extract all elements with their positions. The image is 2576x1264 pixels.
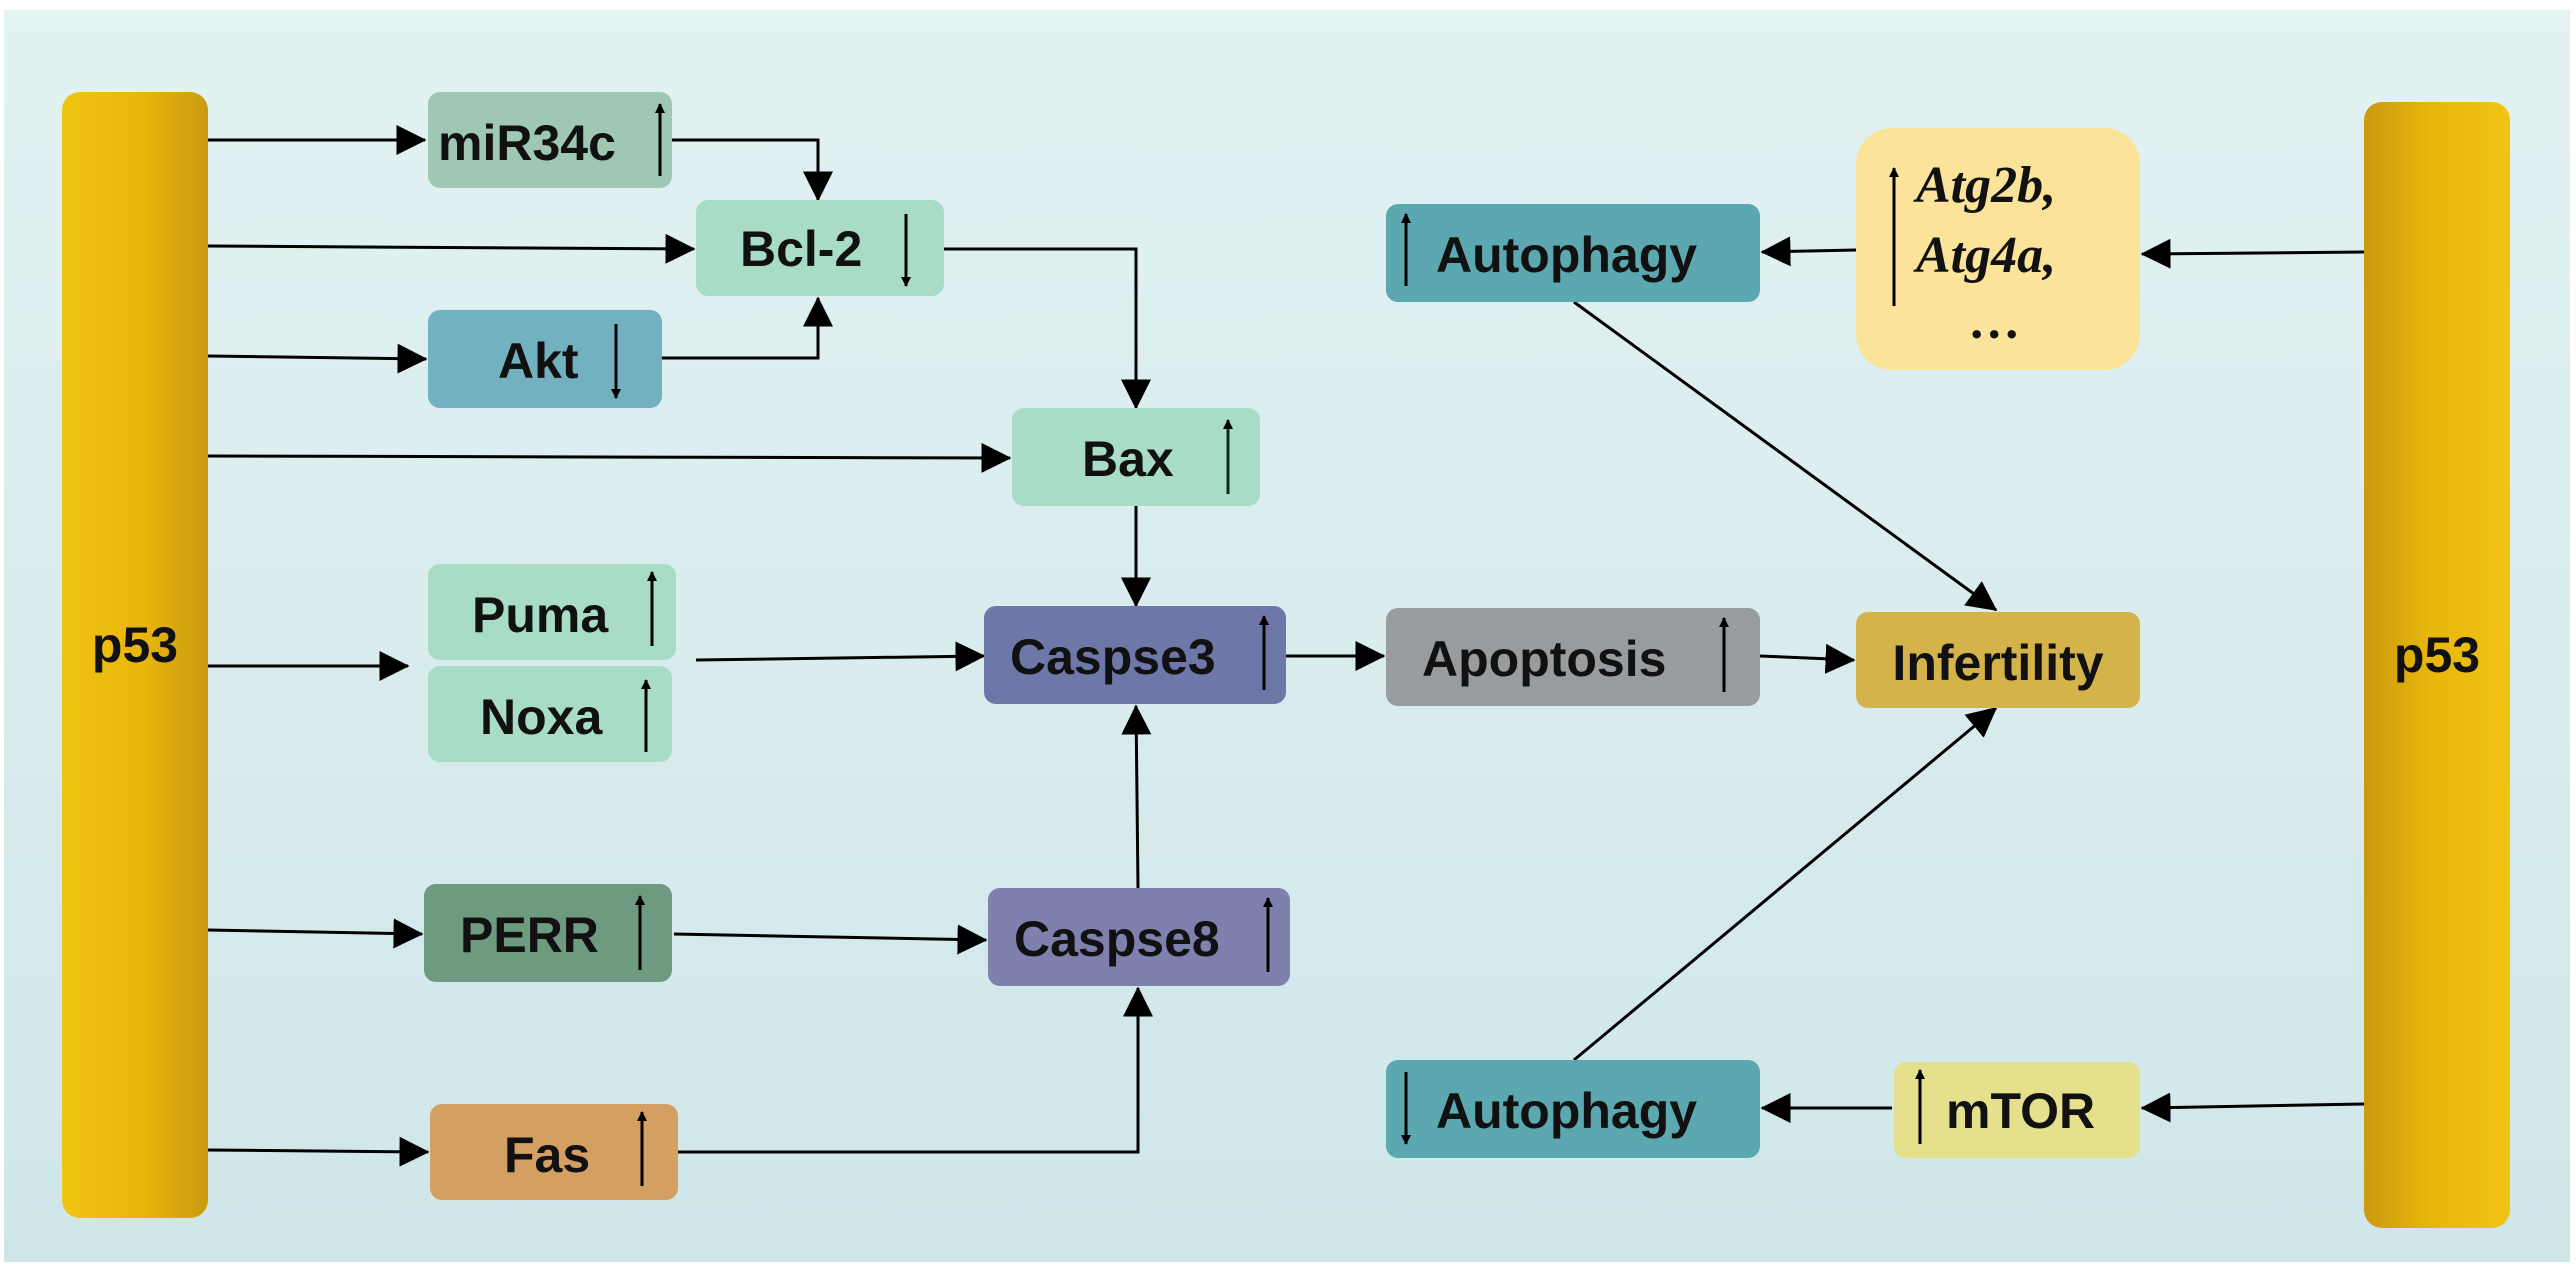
- node-infertility: Infertility: [1856, 612, 2140, 708]
- mtor-label: mTOR: [1946, 1083, 2095, 1139]
- node-perr: PERR: [424, 884, 672, 982]
- akt-label: Akt: [498, 333, 579, 389]
- caspase8-label: Caspse8: [1014, 911, 1220, 967]
- edge-p53-atg: [2140, 238, 2365, 269]
- edge-p53-akt: [207, 343, 428, 374]
- node-apoptosis: Apoptosis: [1386, 608, 1760, 706]
- edge-atg-autophagy: [1760, 236, 1857, 267]
- edge-p53-bax: [207, 442, 1012, 473]
- atg4a-label: Atg4a,: [1913, 227, 2056, 284]
- node-caspase3: Caspse3: [984, 606, 1286, 704]
- perr-label: PERR: [460, 907, 599, 963]
- p53-right-label: p53: [2394, 627, 2480, 683]
- mir34c-label: miR34c: [438, 115, 616, 171]
- node-akt: Akt: [428, 310, 662, 408]
- edge-mir34c-bcl2: [672, 138, 833, 202]
- node-autophagy-top: Autophagy: [1386, 204, 1760, 302]
- edge-p53-mtor: [2140, 1092, 2365, 1123]
- node-bax: Bax: [1012, 408, 1260, 506]
- autophagy-top-label: Autophagy: [1436, 227, 1697, 283]
- edge-caspase8-caspase3: [1121, 704, 1152, 889]
- edge-bcl2-bax: [944, 247, 1151, 410]
- node-fas: Fas: [430, 1104, 678, 1200]
- p53-left-pillar: p53: [62, 92, 208, 1218]
- apoptosis-label: Apoptosis: [1422, 631, 1666, 687]
- edge-autophagy-bottom-infertility: [1573, 706, 1998, 1062]
- atg-ellipsis-label: …: [1970, 293, 2022, 350]
- edge-p53-bcl2: [207, 233, 696, 264]
- node-noxa: Noxa: [428, 666, 672, 762]
- infertility-label: Infertility: [1892, 635, 2103, 691]
- node-bcl2: Bcl-2: [696, 200, 944, 296]
- bcl2-label: Bcl-2: [740, 221, 862, 277]
- puma-label: Puma: [472, 587, 609, 643]
- node-atg-genes: Atg2b, Atg4a, …: [1856, 128, 2140, 370]
- edge-akt-bcl2: [662, 296, 833, 360]
- autophagy-bottom-label: Autophagy: [1436, 1083, 1697, 1139]
- p53-left-label: p53: [92, 617, 178, 673]
- bax-label: Bax: [1082, 431, 1174, 487]
- node-mtor: mTOR: [1894, 1062, 2140, 1158]
- edge-apoptosis-infertility: [1759, 643, 1856, 674]
- p53-right-pillar: p53: [2364, 102, 2510, 1228]
- edge-perr-caspase8: [673, 924, 988, 955]
- edge-p53-perr: [207, 918, 424, 949]
- noxa-label: Noxa: [480, 689, 603, 745]
- edge-p53-fas: [207, 1136, 430, 1167]
- diagram-panel: [4, 10, 2570, 1262]
- node-caspase8: Caspse8: [988, 888, 1290, 986]
- fas-label: Fas: [504, 1127, 590, 1183]
- edge-puma-caspase3: [695, 641, 986, 672]
- edge-autophagy-top-infertility: [1573, 300, 1998, 612]
- node-puma: Puma: [428, 564, 676, 660]
- node-autophagy-bottom: Autophagy: [1386, 1060, 1760, 1158]
- edge-fas-caspase8: [678, 986, 1153, 1154]
- edges: [207, 125, 2365, 1167]
- atg2b-label: Atg2b,: [1913, 157, 2056, 214]
- node-mir34c: miR34c: [428, 92, 672, 188]
- caspase3-label: Caspse3: [1010, 629, 1216, 685]
